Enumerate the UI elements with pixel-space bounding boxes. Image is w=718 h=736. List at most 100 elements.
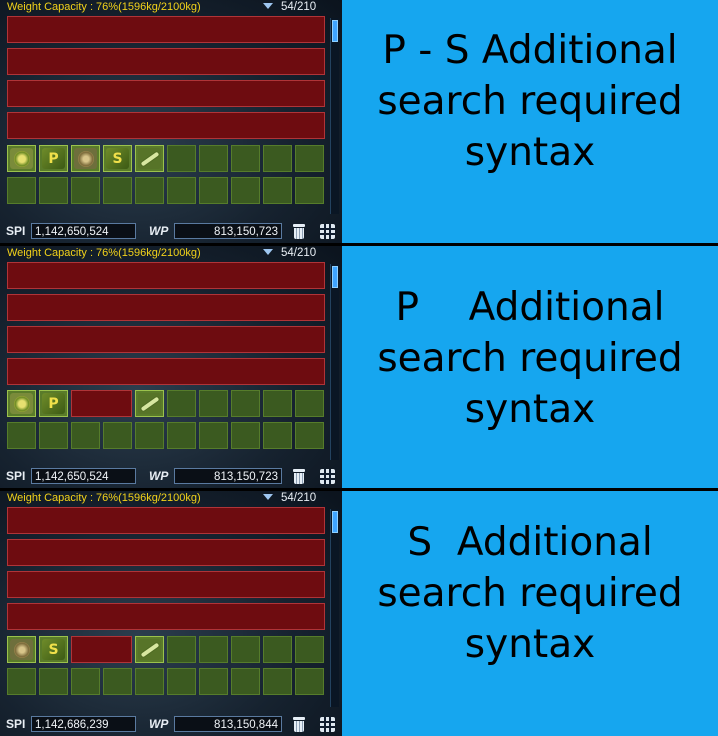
filtered-row [7,112,325,139]
inventory-slot[interactable] [295,636,324,663]
filtered-row [7,326,325,353]
inventory-slot[interactable] [295,668,324,695]
row-separator [0,488,718,491]
inventory-slot[interactable] [167,177,196,204]
inventory-slot[interactable] [71,145,100,172]
wp-label: WP [149,469,169,483]
inventory-slot[interactable] [199,390,228,417]
s-item-icon: S [106,148,129,169]
filtered-row [7,262,325,289]
spi-value: 1,142,650,524 [31,468,136,484]
inventory-slot[interactable] [135,668,164,695]
inventory-slot[interactable] [7,145,36,172]
inventory-scrollbar[interactable] [330,264,339,460]
inventory-slot[interactable] [135,636,164,663]
inventory-slot[interactable] [295,177,324,204]
inventory-slot[interactable] [199,668,228,695]
inventory-slot[interactable]: P [39,390,68,417]
grid-view-icon[interactable] [320,469,335,484]
caption-box: P Additional search required syntax [342,246,718,488]
inventory-slot[interactable] [7,422,36,449]
wp-label: WP [149,717,169,731]
inventory-row-3: Weight Capacity : 76%(1596kg/2100kg) 54/… [0,491,718,736]
inventory-slot[interactable] [263,390,292,417]
inventory-slot[interactable] [71,422,100,449]
trash-icon[interactable] [292,717,306,732]
scrollbar-thumb[interactable] [332,511,338,533]
inventory-slot[interactable] [263,177,292,204]
inventory-panel: Weight Capacity : 76%(1596kg/2100kg) 54/… [0,0,342,243]
wp-value: 813,150,723 [174,223,282,239]
inventory-slot[interactable] [135,390,164,417]
scrollbar-thumb[interactable] [332,266,338,288]
inventory-slot[interactable] [103,422,132,449]
inventory-slot[interactable] [295,422,324,449]
inventory-slot[interactable] [263,636,292,663]
weight-capacity-label: Weight Capacity : 76%(1596kg/2100kg) [7,247,201,259]
inventory-slot[interactable] [7,636,36,663]
grid-view-icon[interactable] [320,224,335,239]
inventory-slot[interactable] [7,177,36,204]
inventory-slot[interactable] [231,145,260,172]
filtered-slots [71,390,132,417]
inventory-slot[interactable] [71,668,100,695]
inventory-slot[interactable] [231,177,260,204]
inventory-slot[interactable] [263,422,292,449]
inventory-slot[interactable] [71,177,100,204]
inventory-slot[interactable] [231,668,260,695]
inventory-slot[interactable] [7,668,36,695]
inventory-slot[interactable] [135,177,164,204]
inventory-scrollbar[interactable] [330,509,339,707]
spi-label: SPI [6,717,26,731]
inventory-slot[interactable] [263,145,292,172]
filtered-row [7,294,325,321]
inventory-slot[interactable] [231,422,260,449]
sort-dropdown-arrow-icon[interactable] [263,249,273,255]
inventory-slot[interactable] [39,422,68,449]
inventory-panel: Weight Capacity : 76%(1596kg/2100kg) 54/… [0,246,342,488]
inventory-slot[interactable] [167,390,196,417]
inventory-slot[interactable] [199,636,228,663]
currency-bar: SPI 1,142,650,524 WP 813,150,723 [0,466,342,488]
inventory-slot[interactable] [295,145,324,172]
inventory-slot[interactable]: S [39,636,68,663]
inventory-slot[interactable] [167,422,196,449]
inventory-slot[interactable]: P [39,145,68,172]
slot-count: 54/210 [281,492,317,504]
syringe-item-icon [138,393,161,414]
inventory-slot[interactable] [7,390,36,417]
inventory-slot[interactable] [167,145,196,172]
inventory-slot[interactable] [103,177,132,204]
trash-icon[interactable] [292,224,306,239]
inventory-slot[interactable] [167,668,196,695]
scrollbar-thumb[interactable] [332,20,338,42]
caption-text: S Additional search required syntax [377,520,683,667]
inventory-slot[interactable] [199,177,228,204]
coin2-item-icon [74,148,97,169]
inventory-slot[interactable] [135,145,164,172]
coin2-item-icon [10,639,33,660]
currency-bar: SPI 1,142,686,239 WP 813,150,844 [0,714,342,736]
grid-view-icon[interactable] [320,717,335,732]
coin-item-icon [10,148,33,169]
inventory-slot[interactable] [39,177,68,204]
spi-value: 1,142,650,524 [31,223,136,239]
weight-capacity-label: Weight Capacity : 76%(1596kg/2100kg) [7,492,201,504]
coin-item-icon [10,393,33,414]
inventory-slot[interactable] [263,668,292,695]
inventory-slot[interactable] [199,422,228,449]
inventory-slot[interactable] [103,668,132,695]
inventory-slot[interactable] [231,636,260,663]
sort-dropdown-arrow-icon[interactable] [263,494,273,500]
inventory-slot[interactable]: S [103,145,132,172]
inventory-scrollbar[interactable] [330,18,339,214]
trash-icon[interactable] [292,469,306,484]
inventory-slot[interactable] [199,145,228,172]
wp-value: 813,150,844 [174,716,282,732]
inventory-slot[interactable] [167,636,196,663]
inventory-slot[interactable] [39,668,68,695]
inventory-slot[interactable] [295,390,324,417]
inventory-slot[interactable] [135,422,164,449]
inventory-slot[interactable] [231,390,260,417]
sort-dropdown-arrow-icon[interactable] [263,3,273,9]
